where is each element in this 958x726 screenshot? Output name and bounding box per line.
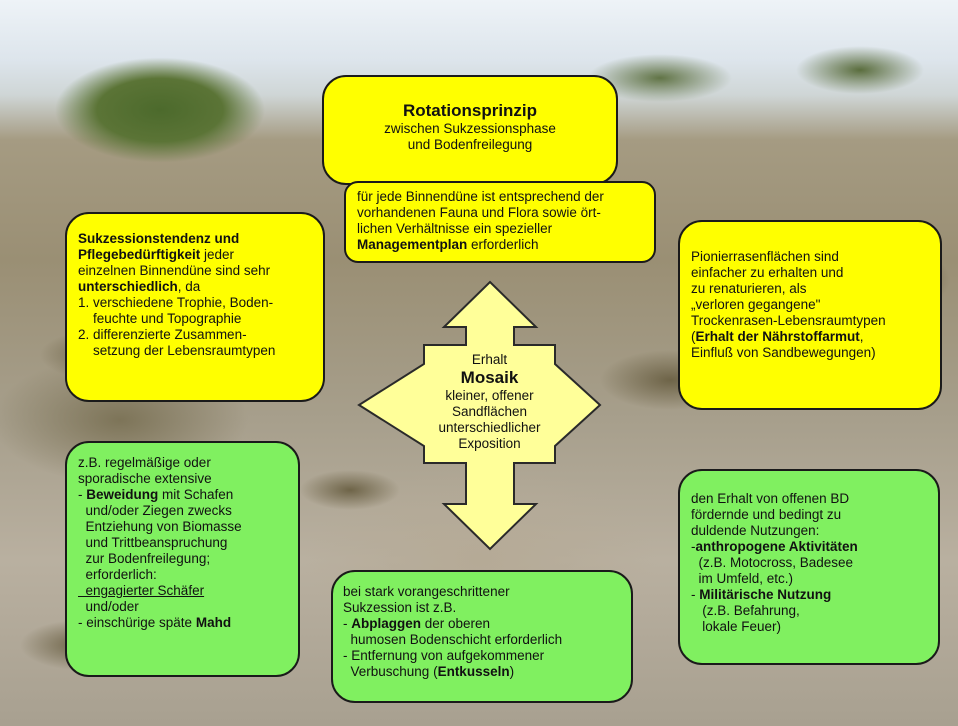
sukzession-text: jeder — [200, 247, 235, 262]
abplaggen-dash: - — [343, 616, 352, 631]
sukzession-item: 2. differenzierte Zusammen- — [78, 327, 247, 342]
entkusseln-label: Entkusseln — [437, 664, 510, 679]
center-line: Sandflächen — [451, 404, 528, 419]
sukzession-item: setzung der Lebensraumtypen — [78, 343, 276, 358]
beweidung-line: und Trittbeanspruchung — [78, 535, 228, 550]
sukzession-item: feuchte und Topographie — [78, 311, 242, 326]
center-title: Mosaik — [460, 368, 519, 387]
abplaggen-line: Sukzession ist z.B. — [343, 600, 457, 615]
center-line: Erhalt — [471, 352, 508, 367]
beweidung-line: z.B. regelmäßige oder — [78, 455, 211, 470]
nutzung-line: (z.B. Motocross, Badesee — [691, 555, 854, 570]
grass-tuft — [300, 470, 400, 510]
pionier-line: Einfluß von Sandbewegungen) — [691, 345, 876, 360]
pionier-line: Trockenrasen-Lebensraumtypen — [691, 313, 886, 328]
center-line: unterschiedlicher — [438, 420, 541, 435]
beweidung-label: Beweidung — [86, 487, 159, 502]
unterschiedlich-label: unterschiedlich — [78, 279, 178, 294]
sukzession-line: einzelnen Binnendüne sind sehr — [78, 263, 271, 278]
management-tail: erforderlich — [467, 237, 539, 252]
sukzession-heading: Sukzessionstendenz und — [78, 231, 240, 246]
beweidung-line: - einschürige späte Mahd — [78, 615, 298, 631]
abplaggen-box: bei stark vorangeschrittener Sukzession … — [331, 570, 633, 703]
schaefer-label: engagierter Schäfer — [78, 583, 205, 598]
nutzung-line: (z.B. Befahrung, — [691, 603, 800, 618]
abplaggen-text: Verbuschung ( — [343, 664, 438, 679]
beweidung-text: mit Schafen — [158, 487, 234, 502]
pionier-box: Pionierrasenflächen sind einfacher zu er… — [678, 220, 942, 410]
nutzung-dash: - — [691, 539, 696, 554]
nutzung-line: im Umfeld, etc.) — [691, 571, 794, 586]
abplaggen-line: bei stark vorangeschrittener — [343, 584, 510, 599]
rotation-box: Rotationsprinzip zwischen Sukzessionspha… — [322, 75, 618, 185]
beweidung-line: und/oder — [78, 599, 139, 614]
beweidung-line: sporadische extensive — [78, 471, 212, 486]
management-line: lichen Verhältnisse ein spezieller — [357, 221, 553, 236]
pionier-paren: ( — [691, 329, 696, 344]
abplaggen-line: - Abplaggen der oberen — [343, 616, 631, 632]
pionier-line: (Erhalt der Nährstoffarmut, — [691, 329, 940, 345]
naehrstoff-label: Erhalt der Nährstoffarmut — [695, 329, 860, 344]
beweidung-text: - einschürige späte — [78, 615, 196, 630]
pionier-line: „verloren gegangene" — [691, 297, 821, 312]
pionier-line: Pionierrasenflächen sind — [691, 249, 839, 264]
cross-arrow-shape — [357, 280, 602, 551]
abplaggen-line: Verbuschung (Entkusseln) — [343, 664, 631, 680]
militaer-label: Militärische Nutzung — [699, 587, 832, 602]
sukzession-line: Pflegebedürftigkeit jeder — [78, 247, 323, 263]
center-line: kleiner, offener — [445, 388, 534, 403]
management-line: vorhandenen Fauna und Flora sowie ört- — [357, 205, 601, 220]
nutzung-line: fördernde und bedingt zu — [691, 507, 842, 522]
sukzession-item: 1. verschiedene Trophie, Boden- — [78, 295, 274, 310]
abplaggen-line: - Entfernung von aufgekommener — [343, 648, 545, 663]
nutzung-line: lokale Feuer) — [691, 619, 782, 634]
pionier-line: zu renaturieren, als — [691, 281, 807, 296]
nutzung-dash: - — [691, 587, 700, 602]
management-line: für jede Binnendüne ist entsprechend der — [357, 189, 604, 204]
beweidung-line: erforderlich: — [78, 567, 157, 582]
management-box: für jede Binnendüne ist entsprechend der… — [344, 181, 656, 263]
sukzession-box: Sukzessionstendenz und Pflegebedürftigke… — [65, 212, 325, 402]
nutzung-line: - Militärische Nutzung — [691, 587, 938, 603]
beweidung-line: Entziehung von Biomasse — [78, 519, 242, 534]
nutzung-line: duldende Nutzungen: — [691, 523, 820, 538]
sukzession-line: unterschiedlich, da — [78, 279, 323, 295]
beweidung-line: zur Bodenfreilegung; — [78, 551, 211, 566]
anthropogen-label: anthropogene Aktivitäten — [695, 539, 858, 554]
rotation-line: und Bodenfreilegung — [407, 137, 533, 152]
rotation-line: zwischen Sukzessionsphase — [384, 121, 556, 136]
pflege-label: Pflegebedürftigkeit — [78, 247, 201, 262]
mahd-label: Mahd — [195, 615, 232, 630]
rotation-title: Rotationsprinzip — [402, 101, 538, 120]
management-line-last: Managementplan erforderlich — [357, 237, 654, 253]
pionier-line: einfacher zu erhalten und — [691, 265, 844, 280]
beweidung-line: und/oder Ziegen zwecks — [78, 503, 232, 518]
nutzung-line: den Erhalt von offenen BD — [691, 491, 850, 506]
nutzung-box: den Erhalt von offenen BD fördernde und … — [678, 469, 940, 665]
beweidung-dash: - — [78, 487, 87, 502]
abplaggen-text: ) — [509, 664, 515, 679]
abplaggen-text: der oberen — [421, 616, 491, 631]
abplaggen-line: humosen Bodenschicht erforderlich — [343, 632, 563, 647]
abplaggen-label: Abplaggen — [351, 616, 421, 631]
beweidung-line: - Beweidung mit Schafen — [78, 487, 298, 503]
sukzession-text: , da — [177, 279, 201, 294]
beweidung-box: z.B. regelmäßige oder sporadische extens… — [65, 441, 300, 677]
management-plan-label: Managementplan — [357, 237, 468, 252]
pionier-text: , — [859, 329, 864, 344]
nutzung-line: -anthropogene Aktivitäten — [691, 539, 938, 555]
center-mosaic-text: Erhalt Mosaik kleiner, offener Sandfläch… — [424, 352, 555, 452]
sukzession-line: Sukzessionstendenz und — [78, 231, 323, 247]
center-line: Exposition — [458, 436, 521, 451]
